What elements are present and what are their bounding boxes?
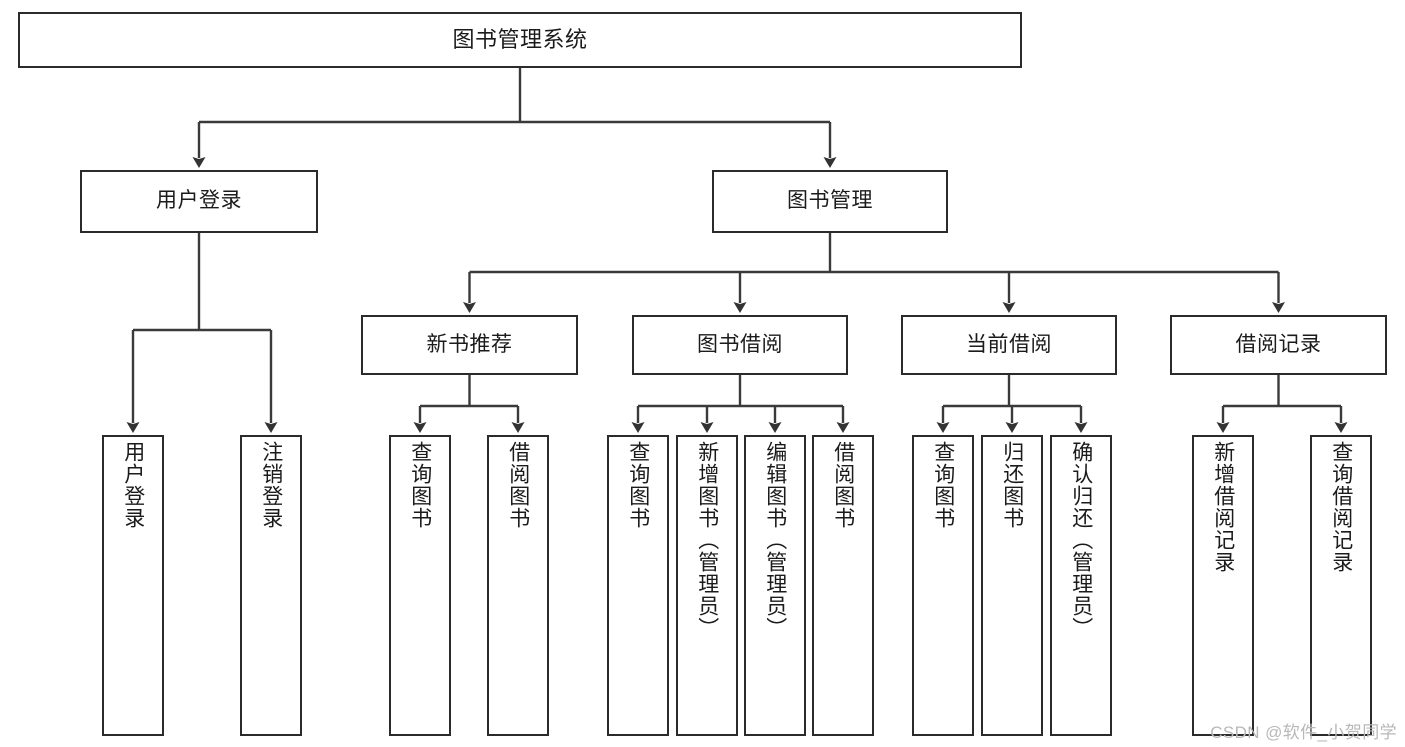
node-leaf-query-borrow-record[interactable]: 查询借阅记录: [1310, 435, 1372, 736]
node-label: 查询图书: [931, 441, 955, 529]
node-leaf-borrow-book-2[interactable]: 借阅图书: [812, 435, 874, 736]
node-label: 新增图书（管理员）: [695, 441, 719, 639]
node-leaf-return-book[interactable]: 归还图书: [981, 435, 1043, 736]
node-label: 归还图书: [1000, 441, 1024, 529]
node-leaf-add-book[interactable]: 新增图书（管理员）: [676, 435, 738, 736]
node-label: 借阅图书: [831, 441, 855, 529]
node-book-management[interactable]: 图书管理: [712, 170, 948, 233]
node-label: 新增借阅记录: [1211, 441, 1235, 573]
node-label: 查询借阅记录: [1329, 441, 1353, 573]
node-leaf-query-book-2[interactable]: 查询图书: [607, 435, 669, 736]
node-borrow-record[interactable]: 借阅记录: [1170, 315, 1387, 375]
node-leaf-edit-book[interactable]: 编辑图书（管理员）: [744, 435, 806, 736]
node-label: 注销登录: [259, 441, 283, 529]
node-label: 当前借阅: [966, 332, 1052, 356]
node-label: 图书管理: [787, 189, 873, 213]
node-user-login[interactable]: 用户登录: [80, 170, 318, 233]
node-label: 新书推荐: [426, 332, 513, 356]
node-book-borrow[interactable]: 图书借阅: [632, 315, 848, 375]
node-label: 用户登录: [121, 441, 145, 529]
node-leaf-user-login[interactable]: 用户登录: [102, 435, 164, 736]
node-label: 查询图书: [408, 441, 432, 529]
node-label: 图书管理系统: [452, 27, 588, 53]
node-leaf-add-borrow-record[interactable]: 新增借阅记录: [1192, 435, 1254, 736]
node-label: 借阅记录: [1235, 332, 1322, 356]
node-leaf-query-book-3[interactable]: 查询图书: [912, 435, 974, 736]
node-label: 图书借阅: [697, 332, 783, 356]
node-root-book-management-system[interactable]: 图书管理系统: [18, 12, 1022, 68]
node-label: 用户登录: [156, 189, 242, 213]
node-label: 查询图书: [626, 441, 650, 529]
node-new-book-recommend[interactable]: 新书推荐: [361, 315, 578, 375]
node-leaf-borrow-book-1[interactable]: 借阅图书: [487, 435, 549, 736]
node-label: 编辑图书（管理员）: [763, 441, 787, 639]
node-leaf-user-logout[interactable]: 注销登录: [240, 435, 302, 736]
node-label: 借阅图书: [506, 441, 530, 529]
node-leaf-query-book-1[interactable]: 查询图书: [389, 435, 451, 736]
node-current-borrow[interactable]: 当前借阅: [901, 315, 1117, 375]
node-label: 确认归还（管理员）: [1069, 441, 1093, 639]
node-leaf-confirm-return[interactable]: 确认归还（管理员）: [1050, 435, 1112, 736]
